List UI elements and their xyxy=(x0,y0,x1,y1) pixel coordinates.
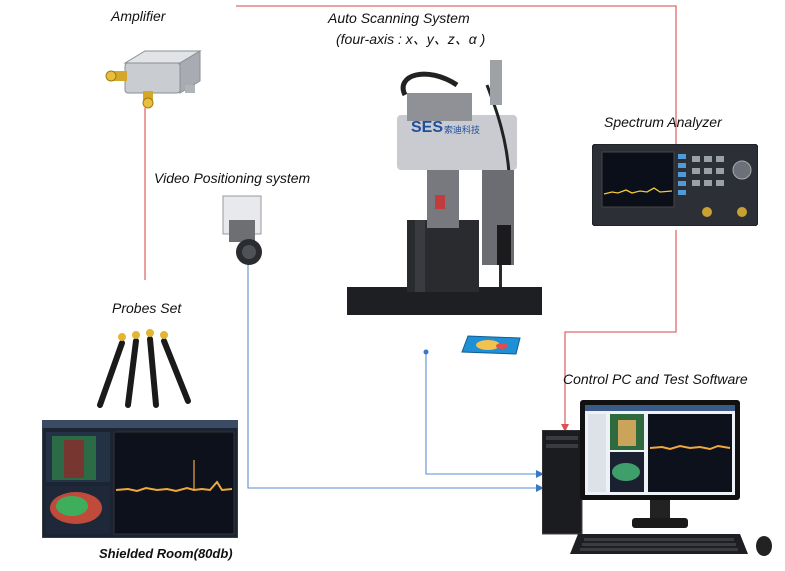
camera-to-pc-line xyxy=(247,255,540,489)
spectrum-analyzer-image xyxy=(592,144,758,226)
spectrum-analyzer-label: Spectrum Analyzer xyxy=(604,114,722,130)
probes-set-image xyxy=(97,329,191,408)
robot-logo-brand: SES xyxy=(411,119,444,136)
video-positioning-label: Video Positioning system xyxy=(154,170,311,186)
scanner-to-pc-line xyxy=(425,352,540,475)
auto-scanning-title: Auto Scanning System xyxy=(328,10,470,26)
arrow-camera-pc xyxy=(536,484,544,492)
scanner-output-dot xyxy=(423,349,429,355)
amplifier-image xyxy=(105,50,202,109)
arrow-scanner-pc xyxy=(536,470,544,478)
robot-logo-suffix: 索迪科技 xyxy=(444,126,481,136)
auto-scanning-robot-image: SES 索迪科技 xyxy=(347,55,542,317)
keyboard-mouse-image xyxy=(570,534,772,556)
shielded-room-software-image xyxy=(42,420,238,538)
pc-monitor-image xyxy=(580,400,740,528)
control-pc-label: Control PC and Test Software xyxy=(563,371,748,387)
shielded-room-label: Shielded Room(80db) xyxy=(99,546,233,561)
analyzer-to-pc-line xyxy=(564,230,677,428)
video-camera-image xyxy=(222,195,262,265)
amplifier-label: Amplifier xyxy=(111,8,166,24)
amp-to-analyzer-line xyxy=(236,5,677,148)
pc-tower-image xyxy=(542,430,583,535)
dut-board-image xyxy=(461,335,521,355)
auto-scanning-axes: (four-axis : x、y、z、α ) xyxy=(336,31,486,47)
arrow-to-pc-red xyxy=(561,424,569,432)
probes-set-label: Probes Set xyxy=(112,300,182,316)
